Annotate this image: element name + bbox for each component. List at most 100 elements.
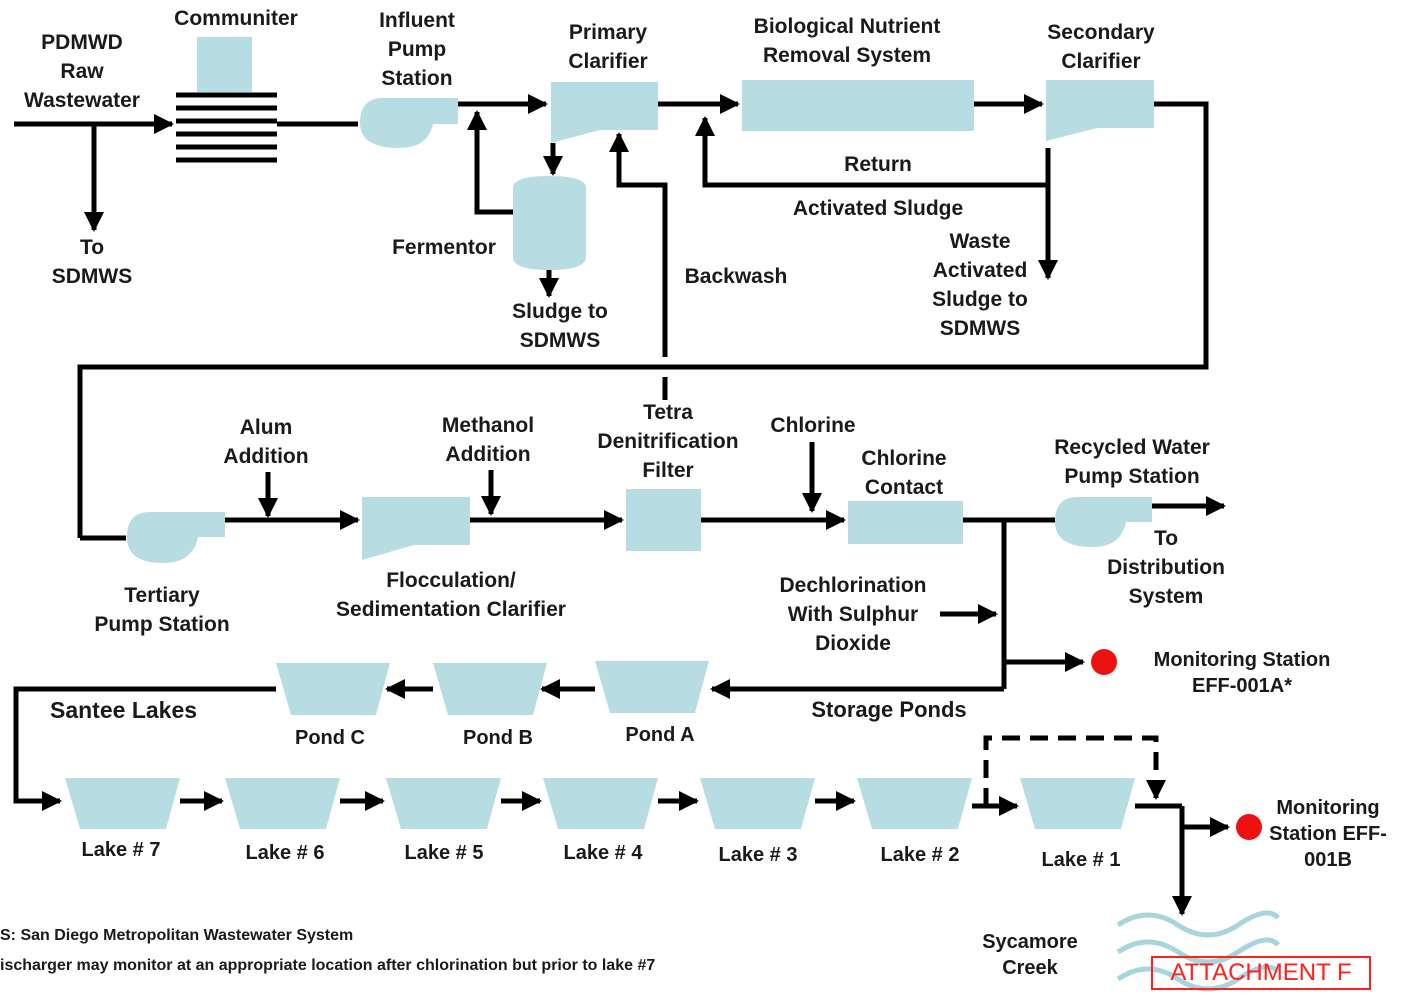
lake-1-unit xyxy=(1020,778,1135,829)
chlorine-contact-line-2: Contact xyxy=(864,476,944,499)
primary-label: Primary Clarifier xyxy=(546,18,670,76)
tertiary-label: Tertiary Pump Station xyxy=(76,581,248,639)
communiter-screen xyxy=(176,92,277,163)
monitoring-point-a xyxy=(1091,649,1117,675)
lake-5-label: Lake # 5 xyxy=(404,842,484,864)
secondary-to-tertiary-line xyxy=(77,101,1209,538)
pdmwd-line-1: PDMWD xyxy=(41,31,123,54)
monitoring-b-line-1: Monitoring xyxy=(1276,797,1380,819)
dechlorination-line-3: Dioxide xyxy=(815,632,891,655)
pdmwd-label: PDMWD Raw Wastewater xyxy=(12,28,152,115)
sludge-line-2: SDMWS xyxy=(519,329,601,352)
lake-1-label: Lake # 1 xyxy=(1041,849,1121,871)
pond-a-label: Pond A xyxy=(625,724,695,746)
flocculation-line-1: Flocculation/ xyxy=(386,569,516,592)
recycled-label: Recycled Water Pump Station xyxy=(1030,433,1234,491)
tetra-label: Tetra Denitrification Filter xyxy=(580,398,756,485)
monitoring-a-line-2: EFF-001A* xyxy=(1191,675,1293,697)
footnote-monitoring: ischarger may monitor at an appropriate … xyxy=(0,957,656,974)
bnr-line-1: Biological Nutrient xyxy=(753,15,941,38)
to-monitoring-b-arrow xyxy=(1179,806,1230,837)
monitoring-b-line-2: Station EFF- xyxy=(1269,823,1387,845)
fermentor-return-arrow xyxy=(467,110,513,215)
lake-2-unit xyxy=(857,778,972,829)
santee-lakes-label: Santee Lakes xyxy=(50,697,198,723)
footnote-sdmws: S: San Diego Metropolitan Wastewater Sys… xyxy=(0,927,354,944)
bnr-unit xyxy=(742,80,974,131)
waste-line-4: SDMWS xyxy=(939,317,1021,340)
communiter-label: Communiter xyxy=(174,7,298,30)
lake-6-label: Lake # 6 xyxy=(245,842,325,864)
methanol-line-1: Methanol xyxy=(441,414,535,437)
to-distribution-label: To Distribution System xyxy=(1092,524,1240,611)
tetra-line-2: Denitrification xyxy=(597,430,739,453)
sycamore-creek-label: Sycamore Creek xyxy=(970,929,1090,981)
to-sdmws-line-1: To xyxy=(79,236,105,259)
lake-7-unit xyxy=(65,778,180,829)
primary-line-1: Primary xyxy=(568,21,648,44)
to-distribution-line-1: To xyxy=(1153,527,1179,550)
fermentor-unit xyxy=(513,176,586,270)
recycled-line-2: Pump Station xyxy=(1064,465,1200,488)
monitoring-a-label: Monitoring Station EFF-001A* xyxy=(1134,647,1350,699)
pdmwd-line-3: Wastewater xyxy=(24,89,140,112)
return-sludge-arrow xyxy=(695,116,1048,188)
pond-c-unit xyxy=(276,663,390,715)
sycamore-line-1: Sycamore xyxy=(982,931,1078,953)
recycled-line-1: Recycled Water xyxy=(1054,436,1210,459)
chlorine-contact-label: Chlorine Contact xyxy=(842,444,966,502)
to-sdmws-label: To SDMWS xyxy=(36,233,148,291)
alum-label: Alum Addition xyxy=(210,413,322,471)
flocculation-label: Flocculation/ Sedimentation Clarifier xyxy=(306,566,596,624)
chlorine-label: Chlorine xyxy=(770,414,856,437)
primary-line-2: Clarifier xyxy=(568,50,648,73)
dechlorination-line-2: With Sulphur xyxy=(787,603,919,626)
influent-line-2: Pump xyxy=(387,38,447,61)
to-distribution-line-2: Distribution xyxy=(1107,556,1225,579)
lake-2-label: Lake # 2 xyxy=(880,844,960,866)
waste-line-1: Waste xyxy=(949,230,1011,253)
secondary-line-2: Clarifier xyxy=(1061,50,1141,73)
fermentor-label: Fermentor xyxy=(392,236,496,259)
dechlorination-label: Dechlorination With Sulphur Dioxide xyxy=(760,571,946,658)
bnr-line-2: Removal System xyxy=(762,44,932,67)
communiter-unit xyxy=(197,37,252,92)
waste-line-2: Activated xyxy=(932,259,1028,282)
pond-c-to-lake7-arrow xyxy=(13,686,276,811)
methanol-line-2: Addition xyxy=(445,443,531,466)
methanol-label: Methanol Addition xyxy=(424,411,552,469)
pond-b-unit xyxy=(433,663,547,715)
influent-line-3: Station xyxy=(381,67,453,90)
lake-4-unit xyxy=(543,778,658,829)
primary-clarifier-unit xyxy=(551,82,658,143)
sludge-line-1: Sludge to xyxy=(512,300,608,323)
sludge-label: Sludge to SDMWS xyxy=(496,297,624,355)
monitoring-b-line-3: 001B xyxy=(1304,849,1352,871)
to-sdmws-line-2: SDMWS xyxy=(51,265,133,288)
return-label: Return xyxy=(844,153,912,176)
tetra-line-3: Filter xyxy=(642,459,694,482)
monitoring-b-label: Monitoring Station EFF- 001B xyxy=(1256,795,1400,873)
waste-label: Waste Activated Sludge to SDMWS xyxy=(912,227,1048,343)
influent-line-1: Influent xyxy=(379,9,455,32)
lake1-bypass-dashed-arrow xyxy=(983,735,1166,806)
alum-line-2: Addition xyxy=(223,445,309,468)
lake-7-label: Lake # 7 xyxy=(81,839,161,861)
pond-b-label: Pond B xyxy=(463,727,533,749)
pond-a-unit xyxy=(595,661,709,713)
alum-line-1: Alum xyxy=(239,416,293,439)
lake-5-unit xyxy=(386,778,501,829)
chlorine-contact-line-1: Chlorine xyxy=(861,447,947,470)
dechlorination-line-1: Dechlorination xyxy=(779,574,927,597)
pond-c-label: Pond C xyxy=(295,727,365,749)
sycamore-line-2: Creek xyxy=(1002,957,1058,979)
secondary-clarifier-unit xyxy=(1046,80,1154,141)
tetra-filter-unit xyxy=(626,489,701,551)
tertiary-pump-unit xyxy=(127,512,225,563)
recycled-pump-unit xyxy=(1055,497,1152,547)
monitoring-a-line-1: Monitoring Station xyxy=(1153,649,1331,671)
influent-pump-unit xyxy=(360,98,458,148)
lake-3-unit xyxy=(700,778,815,829)
bnr-label: Biological Nutrient Removal System xyxy=(728,12,966,70)
